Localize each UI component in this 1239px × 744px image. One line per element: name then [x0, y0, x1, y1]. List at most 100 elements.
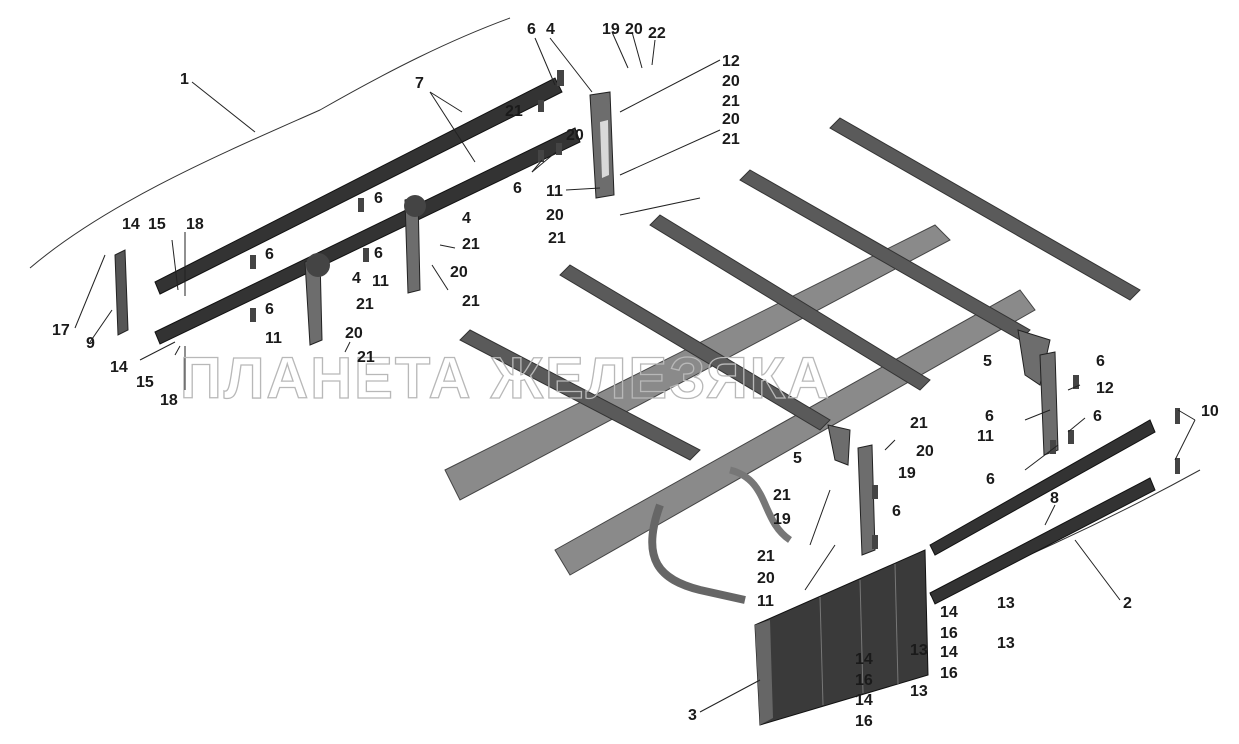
callout-20i: 20: [757, 570, 775, 587]
clamp-1: [358, 198, 364, 212]
callout-6d: 6: [265, 246, 274, 263]
right-bracket-front: [857, 444, 876, 556]
right-clamp-2: [1068, 430, 1074, 444]
mount-bracket-front: [827, 424, 851, 466]
end-plate: [114, 249, 129, 336]
right-clamp-4: [872, 485, 878, 499]
right-clamp-1: [1073, 375, 1079, 389]
mud-flap-panel: [754, 549, 929, 726]
callout-13b: 13: [997, 635, 1015, 652]
callout-6a: 6: [527, 21, 536, 38]
callout-19b: 19: [898, 465, 916, 482]
callout-14e: 14: [855, 651, 873, 668]
callout-14f: 14: [855, 692, 873, 709]
lower-rail: [154, 127, 581, 345]
callout-6j: 6: [986, 471, 995, 488]
callout-6k: 6: [892, 503, 901, 520]
right-clamp-3: [1050, 440, 1056, 454]
mud-flap: [754, 549, 929, 726]
callout-4c: 4: [352, 270, 361, 287]
callout-11e: 11: [757, 593, 774, 610]
callout-6b: 6: [513, 180, 522, 197]
callout-14c: 14: [940, 604, 958, 621]
clamp-4: [250, 308, 256, 322]
cross-member-1: [459, 329, 701, 461]
callout-4a: 4: [546, 21, 555, 38]
callout-6i: 6: [1093, 408, 1102, 425]
callout-20a: 20: [625, 21, 643, 38]
callout-16c: 16: [855, 672, 873, 689]
callout-18a: 18: [186, 216, 204, 233]
callout-4b: 4: [462, 210, 471, 227]
callout-21g: 21: [356, 296, 374, 313]
left-guard-assembly: [114, 70, 615, 346]
right-bracket-rear: [1039, 351, 1059, 456]
mud-flap-seam-1: [819, 596, 824, 706]
right-end-clip-2: [1175, 458, 1180, 474]
callout-5b: 5: [793, 450, 802, 467]
right-clamp-5: [872, 535, 878, 549]
callout-17: 17: [52, 322, 70, 339]
callout-20e: 20: [546, 207, 564, 224]
clamp-8: [556, 143, 562, 155]
exhaust-pipe: [648, 503, 746, 604]
frame-rail-right: [554, 289, 1036, 576]
callout-5a: 5: [983, 353, 992, 370]
bracket-hub-left: [306, 253, 330, 277]
right-end-clip-1: [1175, 408, 1180, 424]
watermark: ПЛАНЕТА ЖЕЛЕЗЯКА: [180, 346, 831, 411]
callout-20g: 20: [345, 325, 363, 342]
callout-12b: 12: [1096, 380, 1114, 397]
leader-lines: [74, 31, 1196, 713]
callout-14a: 14: [122, 216, 140, 233]
cross-member-2: [559, 264, 831, 431]
callout-6h: 6: [985, 408, 994, 425]
mud-flap-edge: [755, 620, 773, 725]
callout-21i: 21: [910, 415, 928, 432]
callout-15a: 15: [148, 216, 166, 233]
callout-11a: 11: [546, 183, 563, 200]
callout-6f: 6: [265, 301, 274, 318]
callout-8: 8: [1050, 490, 1059, 507]
callout-21b: 21: [722, 131, 740, 148]
callout-13c: 13: [910, 642, 928, 659]
callout-16a: 16: [940, 625, 958, 642]
chassis-frame: [444, 117, 1141, 604]
callout-7: 7: [415, 75, 424, 92]
callout-21c: 21: [505, 103, 523, 120]
bracket-top-inner: [600, 120, 609, 178]
callout-11d: 11: [977, 428, 994, 445]
cross-member-3: [649, 214, 931, 391]
callout-1: 1: [180, 71, 189, 88]
callout-16d: 16: [855, 713, 873, 730]
mud-flap-seam-2: [859, 579, 864, 694]
callout-13a: 13: [997, 595, 1015, 612]
right-upper-rail: [929, 419, 1156, 556]
callout-21d: 21: [548, 230, 566, 247]
callout-21k: 21: [757, 548, 775, 565]
callout-6e: 6: [374, 245, 383, 262]
vehicle-outline-left: [29, 17, 511, 269]
callout-18b: 18: [160, 392, 178, 409]
clamp-6: [538, 100, 544, 112]
callout-2: 2: [1123, 595, 1132, 612]
clamp-3: [363, 248, 369, 262]
callout-6c: 6: [374, 190, 383, 207]
callout-20h: 20: [916, 443, 934, 460]
callout-20f: 20: [450, 264, 468, 281]
callout-9: 9: [86, 335, 95, 352]
right-guard-assembly: [857, 351, 1180, 605]
callout-3: 3: [688, 707, 697, 724]
callout-20b: 20: [722, 73, 740, 90]
callout-6g: 6: [1096, 353, 1105, 370]
callout-14d: 14: [940, 644, 958, 661]
right-lower-rail: [929, 477, 1156, 605]
callout-19a: 19: [602, 21, 620, 38]
mud-flap-seam-3: [894, 563, 899, 685]
callout-22: 22: [648, 25, 666, 42]
cross-member-5: [829, 117, 1141, 301]
clamp-5: [557, 70, 564, 86]
callout-21e: 21: [462, 236, 480, 253]
upper-rail: [154, 77, 563, 295]
callout-11b: 11: [372, 273, 389, 290]
